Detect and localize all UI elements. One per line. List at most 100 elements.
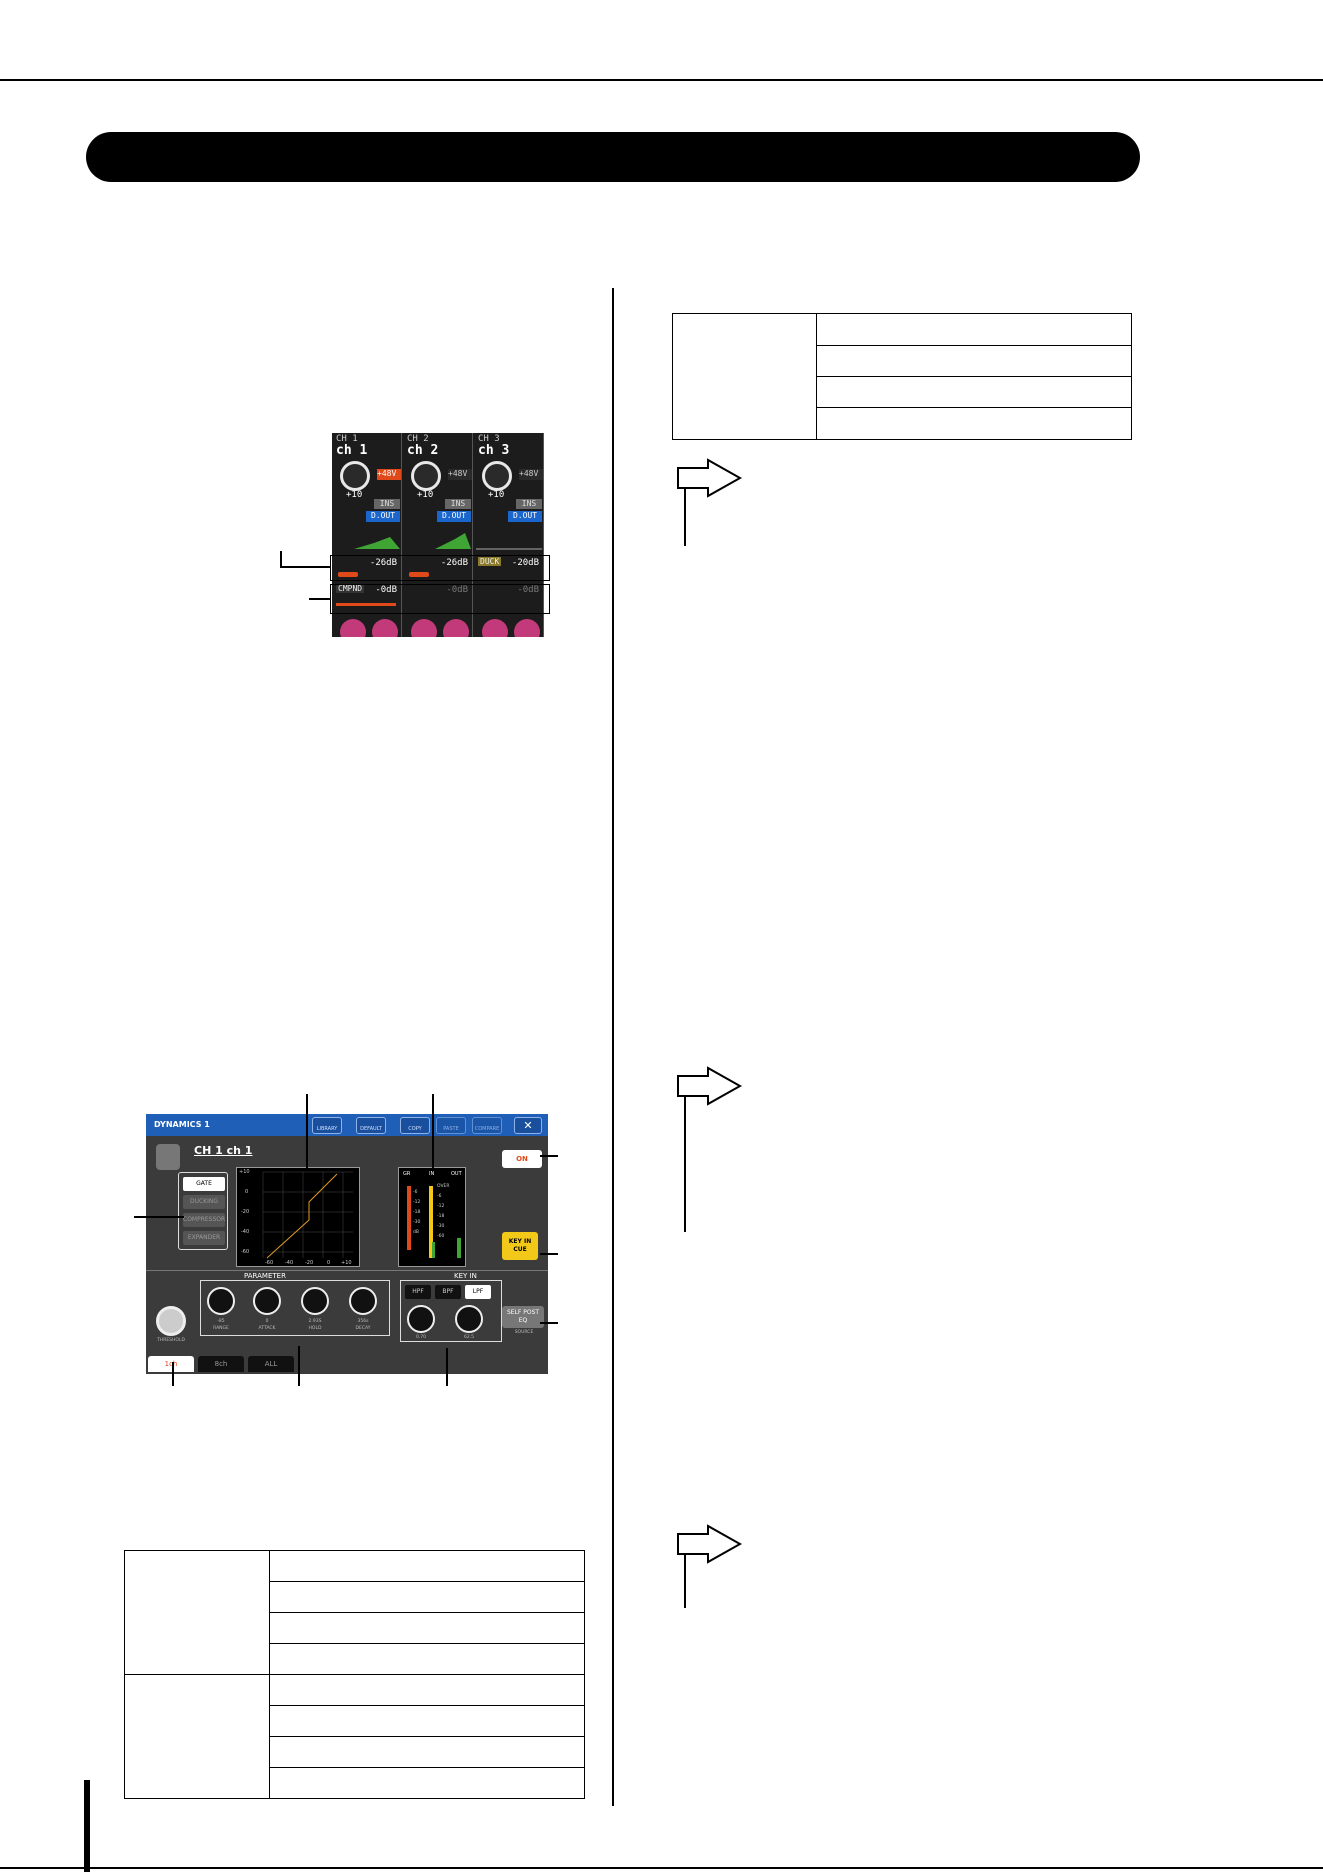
- hold-label: HOLD: [308, 1326, 322, 1331]
- type-expander-button[interactable]: EXPANDER: [183, 1231, 225, 1245]
- tab-all[interactable]: ALL: [248, 1356, 294, 1372]
- gain-knob[interactable]: [411, 461, 441, 491]
- send-knob[interactable]: [340, 619, 366, 637]
- eq-graph[interactable]: [334, 525, 400, 555]
- callout-line: [134, 1216, 184, 1218]
- level-meters: GR IN OUT -6 -12 -18 -30 dB OVER -6 -12 …: [398, 1167, 466, 1267]
- close-button[interactable]: ✕: [514, 1117, 542, 1134]
- hold-value: 2.93S: [308, 1319, 322, 1324]
- dynamics1-highlight: [330, 555, 550, 581]
- key-in-cue-button[interactable]: KEY IN CUE: [502, 1232, 538, 1260]
- gain-value: +10: [346, 490, 363, 500]
- meter-header-in: IN: [429, 1171, 435, 1177]
- callout-line: [298, 1346, 300, 1386]
- library-label: LIBRARY: [316, 1126, 338, 1132]
- phantom-button[interactable]: +48V: [377, 469, 401, 480]
- table-cell: [816, 345, 1132, 377]
- gain-value: +10: [488, 490, 505, 500]
- frequency-knob[interactable]: [455, 1305, 483, 1333]
- x-tick: -40: [285, 1260, 294, 1266]
- eq-graph[interactable]: [405, 525, 471, 555]
- type-gate-button[interactable]: GATE: [183, 1177, 225, 1191]
- direct-out-button[interactable]: D.OUT: [437, 511, 471, 522]
- table-cell: [269, 1612, 585, 1644]
- parameter-table: [124, 1550, 585, 1799]
- phantom-button[interactable]: +48V: [519, 469, 543, 480]
- channel-name: ch 3: [478, 443, 510, 458]
- send-knob[interactable]: [411, 619, 437, 637]
- type-ducking-button[interactable]: DUCKING: [183, 1195, 225, 1209]
- phantom-button[interactable]: +48V: [448, 469, 472, 480]
- x-tick: -60: [265, 1260, 274, 1266]
- gain-knob[interactable]: [482, 461, 512, 491]
- key-in-group: HPF BPF LPF 0.70 62.5: [400, 1280, 502, 1342]
- direct-out-button[interactable]: D.OUT: [508, 511, 542, 522]
- insert-button[interactable]: INS: [516, 499, 542, 509]
- threshold-knob[interactable]: [156, 1306, 186, 1336]
- gr-tick: dB: [413, 1230, 419, 1235]
- compare-button[interactable]: COMPARE: [472, 1117, 502, 1134]
- dynamics2-field[interactable]: -0dB: [476, 583, 542, 611]
- type-compressor-button[interactable]: COMPRESSOR: [183, 1213, 225, 1227]
- lpf-button[interactable]: LPF: [465, 1285, 491, 1299]
- gain-value: +10: [417, 490, 434, 500]
- note-arrow-icon: [677, 1066, 742, 1232]
- section-title-bar: [86, 132, 1140, 182]
- table-cell: [124, 1550, 270, 1675]
- on-button[interactable]: ON: [502, 1150, 542, 1168]
- default-button[interactable]: DEFAULT: [356, 1117, 386, 1134]
- attack-knob[interactable]: [253, 1287, 281, 1315]
- library-button[interactable]: LIBRARY: [312, 1117, 342, 1134]
- table-cell: [269, 1581, 585, 1613]
- tab-1ch[interactable]: 1ch: [148, 1356, 194, 1372]
- source-label: SOURCE: [514, 1330, 534, 1335]
- copy-label: COPY: [408, 1126, 422, 1132]
- table-cell: [269, 1736, 585, 1768]
- q-value: 0.70: [415, 1335, 427, 1340]
- gain-knob[interactable]: [340, 461, 370, 491]
- footer-rule: [0, 1867, 1323, 1869]
- insert-button[interactable]: INS: [445, 499, 471, 509]
- range-value: -85: [217, 1319, 225, 1324]
- send-knob[interactable]: [443, 619, 469, 637]
- source-button[interactable]: SELF POST EQ: [502, 1306, 544, 1328]
- dynamics2-field[interactable]: -0dB: [405, 583, 471, 611]
- column-divider: [612, 288, 614, 1806]
- hpf-button[interactable]: HPF: [405, 1285, 431, 1299]
- tab-8ch[interactable]: 8ch: [198, 1356, 244, 1372]
- paste-button[interactable]: PASTE: [436, 1117, 466, 1134]
- dynamics1-value: -26dB: [369, 558, 397, 568]
- meter-header-out: OUT: [451, 1171, 462, 1177]
- channel-column: CH 1 ch 1 +10 +48V INS D.OUT -26dB CMPND…: [332, 433, 402, 637]
- out-tick: -6: [437, 1194, 442, 1199]
- y-tick: 0: [245, 1189, 249, 1195]
- dynamics1-type: DUCK: [478, 557, 502, 566]
- out-tick: -18: [437, 1214, 445, 1219]
- range-knob[interactable]: [207, 1287, 235, 1315]
- copy-button[interactable]: COPY: [400, 1117, 430, 1134]
- hold-knob[interactable]: [301, 1287, 329, 1315]
- out-tick: -30: [437, 1224, 445, 1229]
- gr-tick: -30: [413, 1220, 421, 1225]
- eq-graph[interactable]: [476, 525, 542, 555]
- channel-header: CH 1 ch 1: [194, 1144, 253, 1157]
- bpf-button[interactable]: BPF: [435, 1285, 461, 1299]
- send-knob[interactable]: [514, 619, 540, 637]
- gr-tick: -6: [413, 1190, 418, 1195]
- direct-out-button[interactable]: D.OUT: [366, 511, 400, 522]
- send-knob[interactable]: [372, 619, 398, 637]
- dynamics1-meter: [338, 572, 358, 577]
- dynamics2-field[interactable]: CMPND -0dB: [334, 583, 400, 611]
- out-scale: OVER -6 -12 -18 -30 -60: [437, 1182, 455, 1242]
- table-cell: [269, 1705, 585, 1737]
- y-tick: -40: [241, 1229, 250, 1235]
- insert-button[interactable]: INS: [374, 499, 400, 509]
- q-knob[interactable]: [407, 1305, 435, 1333]
- callout-line: [540, 1253, 558, 1255]
- channel-label: CH 1: [336, 434, 358, 444]
- table-cell: [672, 313, 817, 440]
- send-knob[interactable]: [482, 619, 508, 637]
- dynamics-graph: +10 0 -20 -40 -60 -60 -40 -20 0 +10: [236, 1167, 360, 1267]
- decay-knob[interactable]: [349, 1287, 377, 1315]
- callout-line: [172, 1362, 174, 1386]
